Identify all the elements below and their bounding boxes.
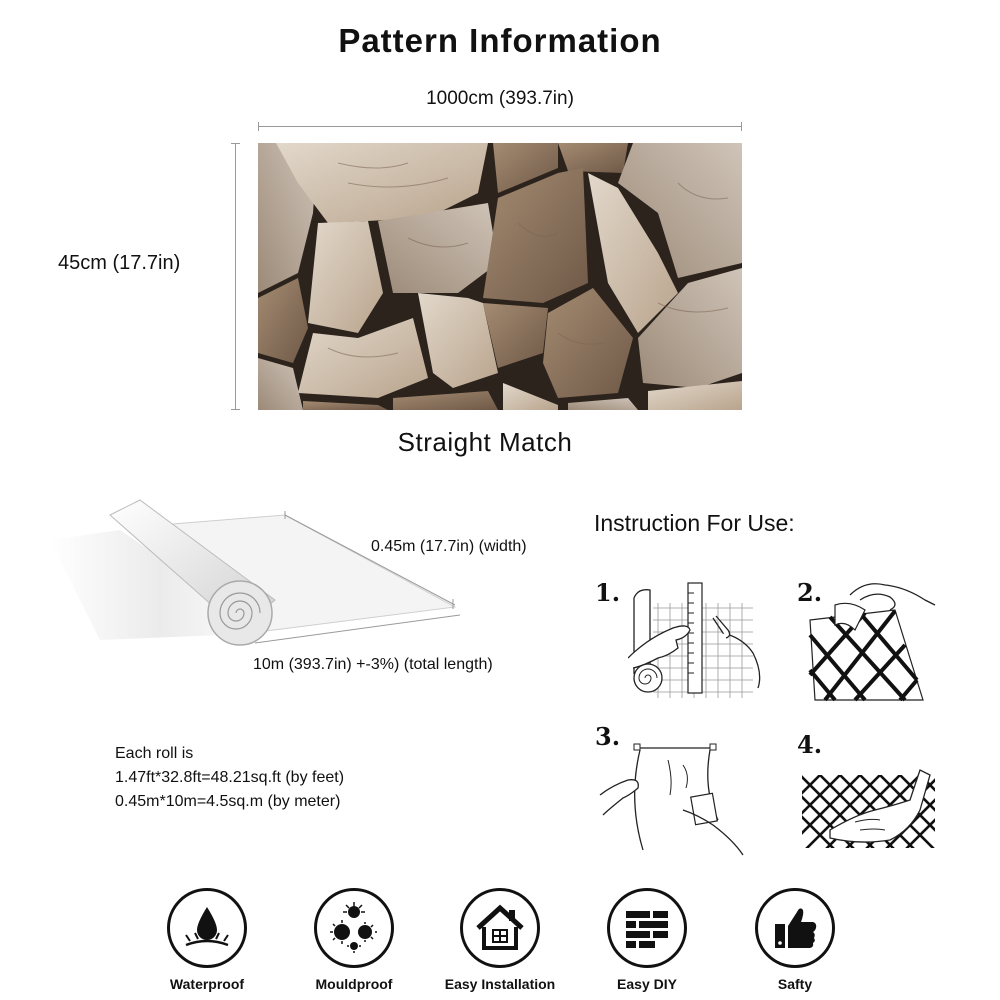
feature-mouldproof: Mouldproof — [279, 888, 429, 992]
pattern-width-label: 1000cm (393.7in) — [426, 88, 574, 109]
feature-label: Mouldproof — [315, 976, 393, 992]
match-type-label: Straight Match — [397, 427, 573, 457]
step-3-apply-smooth-illustration — [599, 743, 744, 856]
stone-pattern-sample — [258, 143, 742, 410]
feature-easy-diy: Easy DIY — [572, 888, 722, 992]
height-dimension-line — [235, 143, 236, 410]
height-dimension-tick-top — [231, 143, 240, 144]
roll-length-label: 10m (393.7in) +-3%) (total length) — [253, 656, 493, 673]
step-2-peel-backing-illustration — [808, 583, 936, 702]
feature-label: Safty — [777, 976, 813, 992]
feature-waterproof: Waterproof — [132, 888, 282, 992]
feature-safty: Safty — [720, 888, 870, 992]
feature-easy-installation: Easy Installation — [425, 888, 575, 992]
feature-label: Waterproof — [169, 976, 245, 992]
roll-info-line: 0.45m*10m=4.5sq.m (by meter) — [115, 793, 341, 810]
instructions-title: Instruction For Use: — [594, 510, 795, 536]
house-icon — [460, 888, 540, 968]
step-1-measure-cut-illustration — [628, 582, 761, 698]
width-dimension-tick-left — [258, 122, 259, 131]
pattern-height-label: 45cm (17.7in) — [58, 252, 181, 274]
roll-info-line: 1.47ft*32.8ft=48.21sq.ft (by feet) — [115, 769, 345, 786]
step-4-number: 4. — [797, 730, 823, 759]
roll-info-line: Each roll is — [115, 745, 194, 762]
width-dimension-line — [258, 126, 742, 127]
feature-label: Easy Installation — [444, 976, 556, 992]
wallpaper-roll-illustration — [50, 499, 461, 646]
brick-wall-icon — [607, 888, 687, 968]
step-4-finished-wall-illustration — [802, 769, 935, 848]
roll-width-label: 0.45m (17.7in) (width) — [371, 538, 527, 555]
thumbs-up-icon — [755, 888, 835, 968]
roll-coverage-info: Each roll is 1.47ft*32.8ft=48.21sq.ft (b… — [115, 742, 344, 814]
height-dimension-tick-bottom — [231, 409, 240, 410]
water-drop-icon — [167, 888, 247, 968]
feature-label: Easy DIY — [617, 976, 677, 992]
step-1-number: 1. — [595, 578, 621, 607]
step-3-number: 3. — [595, 722, 621, 751]
step-2-number: 2. — [797, 578, 823, 607]
page-title: Pattern Information — [338, 22, 662, 59]
width-dimension-tick-right — [741, 122, 742, 131]
mould-spores-icon — [314, 888, 394, 968]
